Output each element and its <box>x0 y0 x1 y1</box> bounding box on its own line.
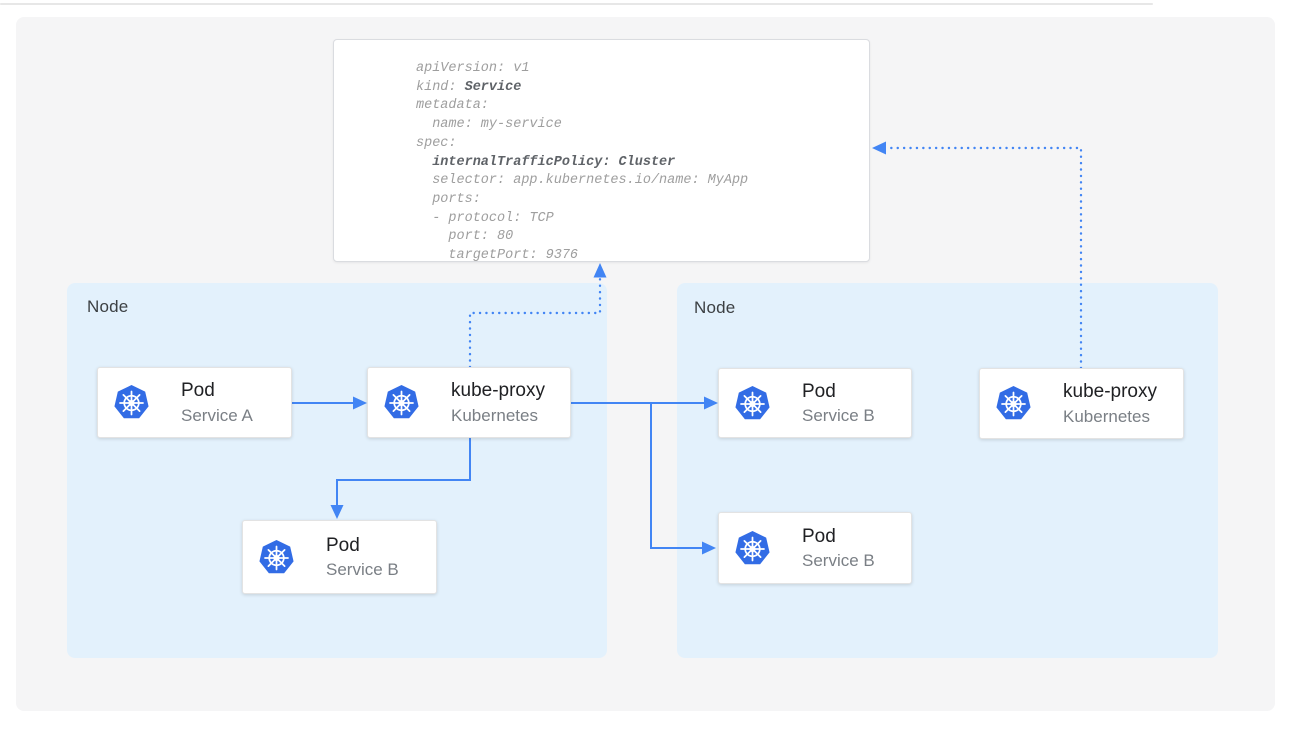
card-title: Pod <box>802 525 836 547</box>
kubernetes-logo-icon <box>734 384 771 420</box>
pod-card-service-a: Pod Service A <box>97 367 292 438</box>
kubernetes-logo-icon <box>258 538 295 574</box>
kubernetes-logo-icon <box>113 384 150 420</box>
yaml-line: - protocol: TCP <box>416 210 554 226</box>
yaml-line: ports: <box>416 191 481 207</box>
card-text: kube-proxy Kubernetes <box>1063 380 1157 427</box>
yaml-line: name: my-service <box>416 117 562 133</box>
kubernetes-logo-icon <box>995 385 1032 421</box>
yaml-line: port: 80 <box>416 229 514 245</box>
kube-proxy-card-right: kube-proxy Kubernetes <box>979 368 1184 439</box>
kubernetes-logo-icon <box>734 529 771 565</box>
yaml-line: spec: <box>416 135 457 151</box>
kubernetes-logo-icon <box>383 384 420 420</box>
yaml-line: apiVersion: v1 <box>416 61 530 76</box>
card-subtitle: Kubernetes <box>1063 406 1150 426</box>
card-title: Pod <box>181 380 215 401</box>
card-text: Pod Service A <box>181 379 253 426</box>
card-text: Pod Service B <box>326 534 399 581</box>
card-subtitle: Kubernetes <box>451 405 538 425</box>
card-title: kube-proxy <box>451 380 545 401</box>
node-label-right: Node <box>694 298 736 317</box>
service-yaml-code: apiVersion: v1 kind: Service metadata: n… <box>416 60 861 266</box>
card-text: Pod Service B <box>802 525 875 572</box>
card-title: kube-proxy <box>1063 381 1157 402</box>
card-subtitle: Service B <box>802 551 875 571</box>
yaml-line: kind: Service <box>416 79 522 95</box>
card-subtitle: Service B <box>326 560 399 580</box>
node-box-left <box>67 283 607 658</box>
pod-card-service-b-top-right: Pod Service B <box>718 368 912 438</box>
card-text: kube-proxy Kubernetes <box>451 379 545 426</box>
yaml-line: targetPort: 9376 <box>416 248 579 264</box>
node-label-left: Node <box>87 297 129 316</box>
card-title: Pod <box>326 534 360 556</box>
kube-proxy-card-left: kube-proxy Kubernetes <box>367 367 571 438</box>
yaml-line: selector: app.kubernetes.io/name: MyApp <box>416 173 749 189</box>
yaml-line: internalTrafficPolicy: Cluster <box>432 154 676 170</box>
pod-card-service-b-bottom-right: Pod Service B <box>718 512 912 584</box>
top-divider <box>0 3 1153 5</box>
card-subtitle: Service A <box>181 405 253 425</box>
yaml-line: metadata: <box>416 98 489 114</box>
service-yaml-card: apiVersion: v1 kind: Service metadata: n… <box>333 39 870 263</box>
card-subtitle: Service B <box>802 406 875 426</box>
node-box-right <box>677 283 1218 658</box>
card-title: Pod <box>802 380 836 402</box>
pod-card-service-b-left: Pod Service B <box>242 520 437 594</box>
card-text: Pod Service B <box>802 380 875 427</box>
